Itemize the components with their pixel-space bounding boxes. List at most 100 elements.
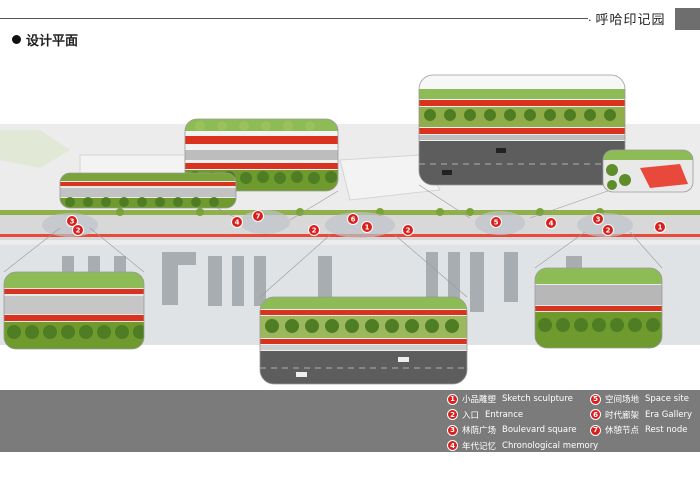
detail-panel-b <box>60 173 236 208</box>
plan-marker-2: 2 <box>72 224 84 236</box>
plan-marker-circle <box>72 224 84 236</box>
title-dot-icon: · <box>588 14 593 27</box>
plan-marker-6: 6 <box>347 213 359 225</box>
plan-marker-label: 2 <box>606 227 611 235</box>
node-ellipse <box>240 210 290 234</box>
legend-label-cn: 林荫广场 <box>462 426 497 437</box>
section-heading: 设计平面 <box>12 30 78 49</box>
plan-marker-circle <box>602 224 614 236</box>
legend-label-en: Boulevard square <box>502 425 577 436</box>
legend-item: 7 休憩节点 Rest node <box>590 423 692 438</box>
corridor-trees <box>116 208 604 216</box>
project-name: 呼哈印记园 <box>595 13 666 28</box>
plan-marker-label: 1 <box>365 224 370 232</box>
legend-label-cn: 年代记忆 <box>462 441 497 452</box>
legend-label-en: Chronological memory <box>502 440 599 451</box>
detail-panel-g <box>535 268 662 348</box>
corridor-planting <box>0 210 700 215</box>
plan-marker-5: 5 <box>490 216 502 228</box>
plan-marker-label: 4 <box>549 220 554 228</box>
plan-marker-circle <box>490 216 502 228</box>
plan-marker-4: 4 <box>231 216 243 228</box>
legend-item: 3 林荫广场 Boulevard square <box>447 423 598 438</box>
panel-frame <box>602 149 694 193</box>
legend-label-en: Era Gallery <box>645 409 693 420</box>
plan-marker-2: 2 <box>602 224 614 236</box>
legend-label-cn: 小品雕塑 <box>462 395 497 406</box>
legend-marker-icon: 5 <box>590 393 601 405</box>
plan-marker-circle <box>361 221 373 233</box>
legend-label-en: Entrance <box>485 409 524 420</box>
legend-marker-icon: 1 <box>447 393 458 405</box>
plan-marker-2: 2 <box>308 224 320 236</box>
legend-column-left: 1 小品雕塑 Sketch sculpture 2 入口 Entrance 3 … <box>447 392 598 453</box>
legend-label-en: Space site <box>645 394 689 405</box>
plan-marker-7: 7 <box>252 210 264 222</box>
plan-marker-3: 3 <box>66 215 78 227</box>
section-title-text: 设计平面 <box>26 34 79 49</box>
legend: 1 小品雕塑 Sketch sculpture 2 入口 Entrance 3 … <box>0 390 700 452</box>
project-title: ·呼哈印记园 <box>588 9 666 28</box>
plan-marker-label: 3 <box>70 218 75 226</box>
plan-marker-label: 3 <box>596 216 601 224</box>
plan-marker-label: 6 <box>351 216 356 224</box>
plan-marker-label: 5 <box>494 219 499 227</box>
legend-label-en: Sketch sculpture <box>502 394 573 405</box>
plan-marker-4: 4 <box>545 217 557 229</box>
bullet-icon <box>12 35 21 44</box>
legend-marker-icon: 4 <box>447 440 458 452</box>
plan-marker-circle <box>252 210 264 222</box>
detail-panel-e <box>4 272 144 349</box>
plan-marker-label: 2 <box>76 227 81 235</box>
plan-marker-label: 7 <box>256 213 261 221</box>
plan-marker-3: 3 <box>592 213 604 225</box>
legend-item: 5 空间场地 Space site <box>590 392 692 407</box>
plan-marker-label: 1 <box>658 224 663 232</box>
panel-frame <box>534 267 663 349</box>
legend-marker-icon: 6 <box>590 409 601 421</box>
plan-marker-circle <box>66 215 78 227</box>
legend-item: 1 小品雕塑 Sketch sculpture <box>447 392 598 407</box>
plan-marker-label: 2 <box>312 227 317 235</box>
node-ellipse <box>325 212 395 238</box>
legend-item: 2 入口 Entrance <box>447 408 598 423</box>
legend-label-cn: 休憩节点 <box>605 426 640 437</box>
plan-marker-circle <box>592 213 604 225</box>
plan-marker-1: 1 <box>361 221 373 233</box>
plan-marker-2: 2 <box>402 224 414 236</box>
plan-marker-circle <box>654 221 666 233</box>
panel-frame <box>259 296 468 385</box>
panel-frame <box>184 118 339 192</box>
plan-marker-circle <box>231 216 243 228</box>
plan-marker-circle <box>545 217 557 229</box>
plan-marker-circle <box>347 213 359 225</box>
lawn-area <box>0 130 70 168</box>
panel-frame <box>59 172 237 209</box>
legend-marker-icon: 2 <box>447 409 458 421</box>
legend-label-cn: 空间场地 <box>605 395 640 406</box>
corner-tab <box>675 8 700 30</box>
detail-panel-f <box>260 297 467 384</box>
header-rule <box>0 18 588 19</box>
legend-item: 6 时代廊架 Era Gallery <box>590 408 692 423</box>
detail-panel-d <box>603 150 693 192</box>
panel-frame <box>418 74 626 186</box>
plan-marker-label: 2 <box>406 227 411 235</box>
legend-marker-icon: 7 <box>590 424 601 436</box>
legend-column-right: 5 空间场地 Space site 6 时代廊架 Era Gallery 7 休… <box>590 392 692 438</box>
legend-item: 4 年代记忆 Chronological memory <box>447 439 598 454</box>
legend-label-cn: 入口 <box>462 410 480 421</box>
detail-panel-c <box>419 75 625 185</box>
building-block <box>339 154 441 201</box>
legend-label-en: Rest node <box>645 425 688 436</box>
plan-marker-circle <box>402 224 414 236</box>
panel-frame <box>3 271 145 350</box>
plan-marker-label: 4 <box>235 219 240 227</box>
legend-label-cn: 时代廊架 <box>605 410 640 421</box>
plan-marker-1: 1 <box>654 221 666 233</box>
legend-marker-icon: 3 <box>447 424 458 436</box>
plan-marker-circle <box>308 224 320 236</box>
